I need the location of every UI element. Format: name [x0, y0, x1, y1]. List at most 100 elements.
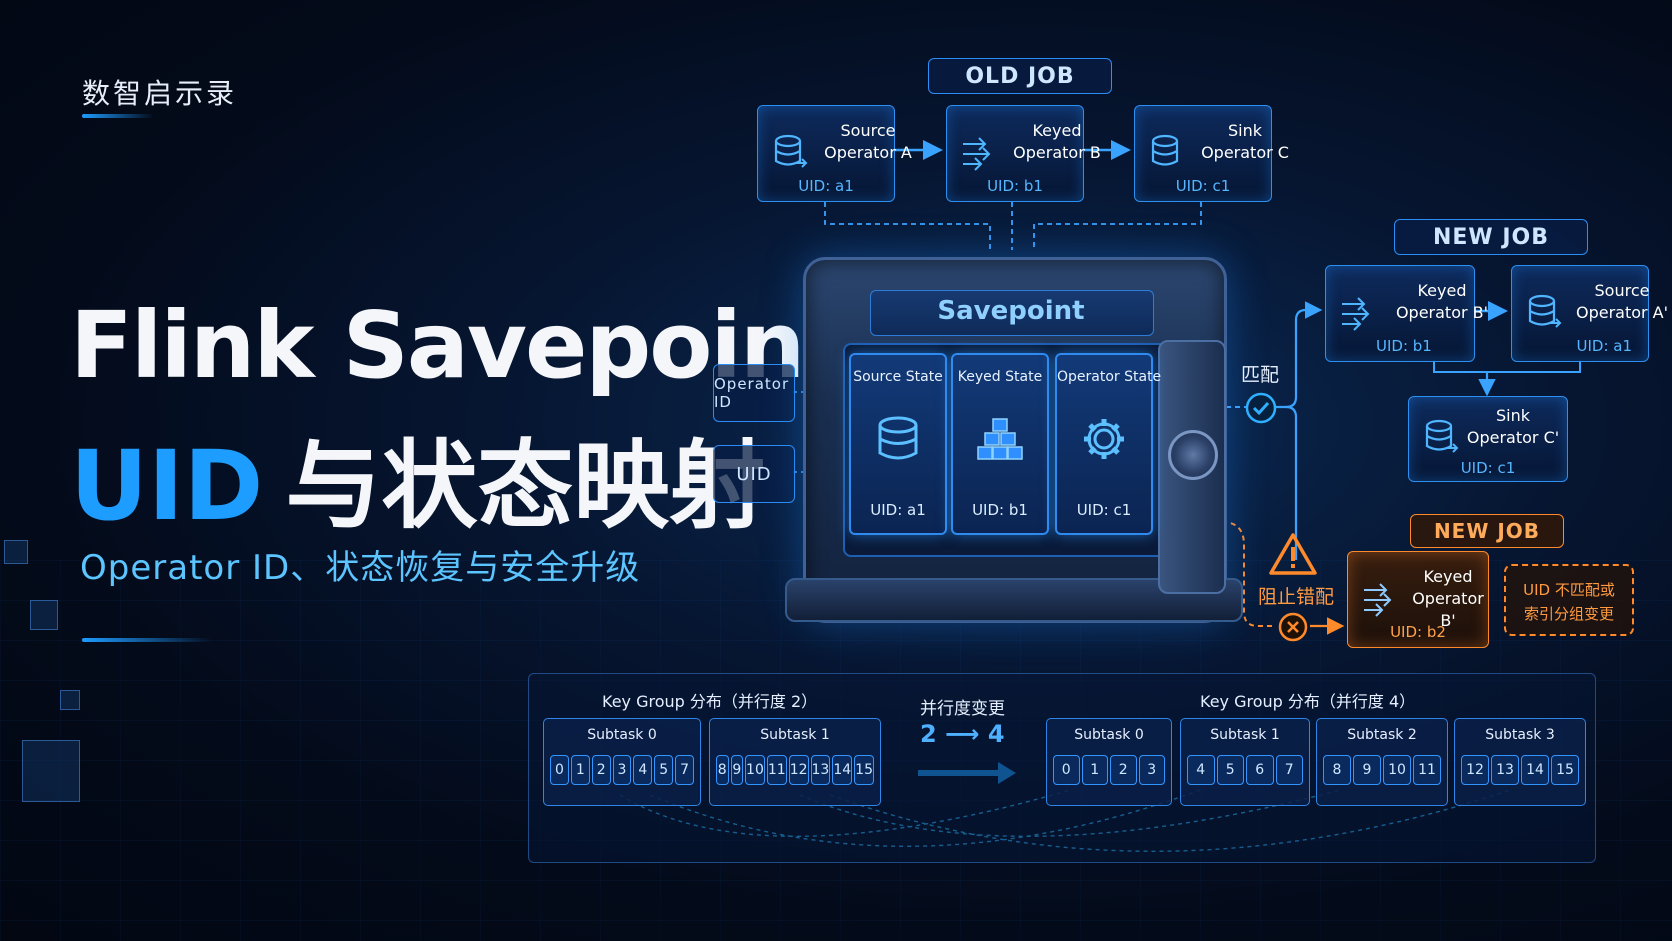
key-group-cell: 13	[810, 755, 831, 785]
database-icon	[1425, 419, 1459, 453]
title-highlight: UID	[70, 430, 264, 542]
database-icon	[774, 134, 808, 168]
key-group-cell: 5	[1216, 755, 1244, 785]
key-group-cell: 15	[1551, 755, 1579, 785]
key-group-cells: 12 13 14 15	[1461, 755, 1579, 785]
key-group-cell: 3	[612, 755, 632, 785]
warning-line2: 索引分组变更	[1523, 605, 1614, 623]
state-title: Source State	[853, 369, 943, 385]
subtask-card: Subtask 1 4 5 6 7	[1180, 718, 1310, 806]
decor-cube	[30, 600, 58, 630]
match-label: 匹配	[1241, 364, 1280, 386]
brand-underline	[82, 114, 154, 118]
key-group-cells: 8 9 10 11	[1323, 755, 1441, 785]
subtask-card: Subtask 0 0 1 2 3 4 5 7	[543, 718, 701, 806]
key-group-cell: 11	[766, 755, 787, 785]
key-group-cell: 14	[1521, 755, 1549, 785]
key-group-cell: 7	[675, 755, 695, 785]
key-group-cells: 0 1 2 3	[1053, 755, 1165, 785]
keyed-icon	[963, 137, 991, 171]
key-group-cell: 10	[745, 755, 765, 785]
key-group-cell: 11	[1413, 755, 1441, 785]
key-group-cell: 13	[1491, 755, 1519, 785]
key-group-cell: 14	[832, 755, 853, 785]
database-icon	[1528, 294, 1562, 328]
key-group-cell: 7	[1275, 755, 1303, 785]
subtask-card: Subtask 0 0 1 2 3	[1046, 718, 1172, 806]
key-group-cell: 8	[1323, 755, 1351, 785]
key-group-cells: 4 5 6 7	[1187, 755, 1303, 785]
key-group-cell: 0	[550, 755, 569, 785]
key-group-cell: 8	[716, 755, 729, 785]
node-uid: UID: a1	[1576, 337, 1632, 355]
state-title: Keyed State	[957, 369, 1043, 385]
keyed-icon	[1342, 297, 1370, 331]
key-group-cell: 6	[1246, 755, 1274, 785]
operator-state-card[interactable]: Operator State UID: c1	[1055, 353, 1162, 535]
mismatch-warning-box: UID 不匹配或 索引分组变更	[1504, 564, 1634, 636]
key-group-cell: 3	[1138, 755, 1165, 785]
node-uid: UID: b2	[1390, 623, 1446, 641]
state-title: Operator State	[1057, 369, 1162, 385]
new-job-blocked-label: NEW JOB	[1410, 514, 1564, 548]
warning-icon	[1269, 533, 1317, 575]
node-uid: UID: b1	[987, 177, 1043, 195]
subtask-title: Subtask 3	[1485, 727, 1555, 743]
block-label: 阻止错配	[1258, 586, 1335, 608]
key-group-cell: 5	[654, 755, 674, 785]
key-group-cell: 9	[730, 755, 744, 785]
key-group-cell: 2	[591, 755, 611, 785]
key-group-cell: 4	[633, 755, 653, 785]
uid-label: UID	[713, 445, 795, 503]
subtask-title: Subtask 1	[760, 727, 830, 743]
subtask-title: Subtask 0	[587, 727, 657, 743]
key-group-cell: 12	[1461, 755, 1489, 785]
subtask-card: Subtask 2 8 9 10 11	[1316, 718, 1448, 806]
state-uid: UID: c1	[1076, 501, 1132, 519]
parallelism-change-value: 2 ⟶ 4	[920, 720, 1005, 748]
node-uid: UID: a1	[798, 177, 854, 195]
subtask-card: Subtask 1 8 9 10 11 12 13 14 15	[709, 718, 881, 806]
subtask-card: Subtask 3 12 13 14 15	[1454, 718, 1586, 806]
node-uid: UID: c1	[1175, 177, 1231, 195]
cubes-icon	[977, 418, 1023, 460]
key-group-cell: 12	[788, 755, 809, 785]
subtitle-underline	[82, 638, 212, 642]
keyed-state-card[interactable]: Keyed State UID: b1	[951, 353, 1049, 535]
brand-name: 数智启示录	[82, 77, 238, 110]
decor-cube	[4, 540, 28, 564]
database-icon	[878, 416, 918, 460]
new-job-label: NEW JOB	[1394, 219, 1588, 255]
operator-id-label: Operator ID	[713, 364, 795, 422]
key-group-left-title: Key Group 分布（并行度 2）	[602, 692, 818, 711]
cross-icon	[1278, 612, 1308, 642]
subtask-title: Subtask 2	[1347, 727, 1417, 743]
gear-icon	[1084, 419, 1124, 459]
state-uid: UID: b1	[972, 501, 1028, 519]
source-state-card[interactable]: Source State UID: a1	[849, 353, 947, 535]
decor-cube	[60, 690, 80, 710]
key-group-cell: 1	[570, 755, 590, 785]
subtask-title: Subtask 0	[1074, 727, 1144, 743]
key-group-cell: 1	[1081, 755, 1108, 785]
keyed-icon	[1364, 583, 1392, 617]
check-icon	[1245, 392, 1277, 424]
savepoint-title: Savepoint	[937, 296, 1085, 326]
key-group-cell: 4	[1187, 755, 1215, 785]
title-rest: 与状态映射	[285, 430, 766, 542]
old-job-label: OLD JOB	[928, 58, 1112, 94]
